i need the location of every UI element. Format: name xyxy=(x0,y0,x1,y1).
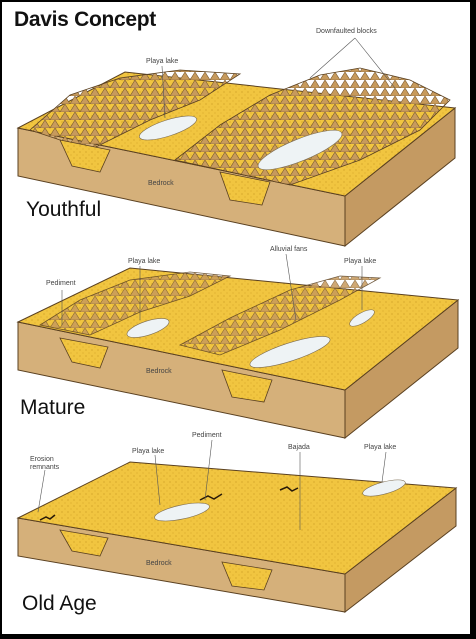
old-age-pediment-label: Pediment xyxy=(192,432,222,440)
old-age-bajada-label: Bajada xyxy=(288,444,310,452)
mature-alluvial-fans-label: Alluvial fans xyxy=(270,246,307,254)
mature-playa-lake-label-2: Playa lake xyxy=(344,258,376,266)
stage-label-mature: Mature xyxy=(20,396,85,420)
mature-playa-lake-label-1: Playa lake xyxy=(128,258,160,266)
old-age-erosion-remnants-label: Erosion remnants xyxy=(30,456,70,472)
old-age-bedrock-label: Bedrock xyxy=(146,560,172,568)
stage-label-youthful: Youthful xyxy=(26,198,101,222)
diagram-title: Davis Concept xyxy=(14,8,156,32)
mature-pediment-label: Pediment xyxy=(46,280,76,288)
old-age-block xyxy=(18,440,456,612)
old-age-playa-lake-label-1: Playa lake xyxy=(132,448,164,456)
stage-label-old-age: Old Age xyxy=(22,592,97,616)
old-age-playa-lake-label-2: Playa lake xyxy=(364,444,396,452)
mature-bedrock-label: Bedrock xyxy=(146,368,172,376)
youthful-bedrock-label: Bedrock xyxy=(148,180,174,188)
youthful-downfaulted-blocks-label: Downfaulted blocks xyxy=(316,28,377,36)
youthful-playa-lake-label: Playa lake xyxy=(146,58,178,66)
